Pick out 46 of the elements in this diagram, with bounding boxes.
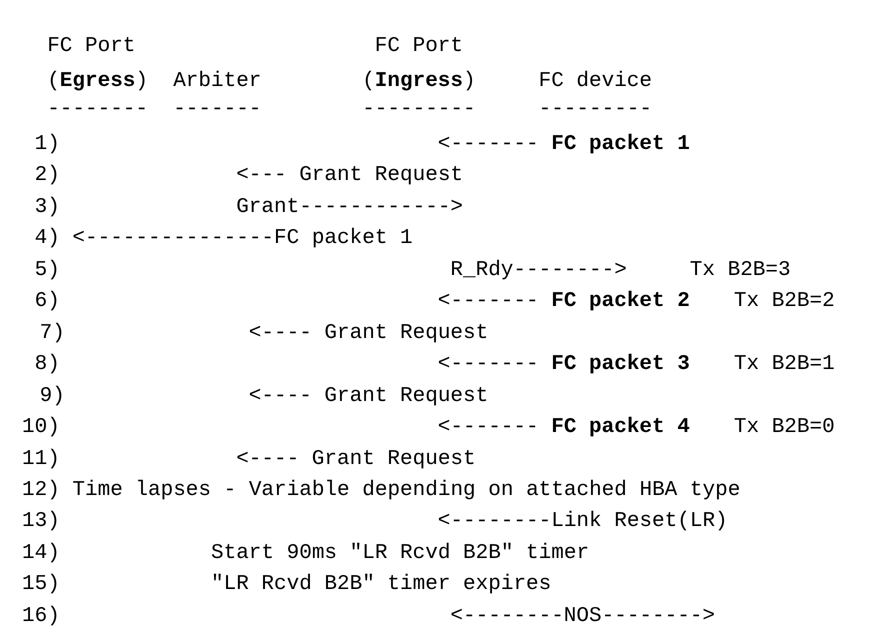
message-text: <------- FC packet 4: [438, 416, 690, 440]
credit-count: Tx B2B=0: [734, 416, 835, 440]
note-text: Time lapses - Variable depending on attached HBA type: [72, 478, 740, 503]
step-number: 5): [34, 258, 60, 283]
message-text: <------- FC packet 3: [438, 353, 690, 378]
step-number: 1): [34, 133, 60, 157]
step-number: 14): [22, 542, 60, 566]
column-header: FC Port: [374, 35, 464, 59]
message-text: <--------NOS-------->: [450, 604, 716, 629]
column-header: Arbiter: [173, 70, 262, 94]
step-number: 7): [40, 322, 65, 346]
step-number: 11): [22, 448, 60, 472]
step-number: 16): [22, 604, 60, 629]
step-number: 8): [34, 353, 60, 378]
header-rule: ---------: [538, 98, 652, 122]
message-text: <---------------FC packet 1: [72, 227, 413, 252]
column-header: (Ingress): [362, 70, 476, 94]
message-text: R_Rdy-------->: [450, 258, 627, 283]
credit-count: Tx B2B=1: [734, 353, 835, 378]
step-number: 15): [22, 573, 60, 598]
header-rule: --------: [47, 98, 148, 122]
step-number: 3): [34, 196, 60, 220]
message-text: <---- Grant Request: [248, 322, 488, 346]
message-text: <---- Grant Request: [248, 384, 488, 409]
header-rule: -------: [173, 98, 262, 122]
message-text: <------- FC packet 1: [438, 133, 690, 157]
step-number: 4): [34, 227, 60, 252]
step-number: 2): [34, 164, 60, 188]
credit-count: Tx B2B=3: [690, 258, 791, 283]
credit-count: Tx B2B=2: [734, 290, 835, 314]
header-rule: ---------: [362, 98, 476, 122]
message-text: <------- FC packet 2: [438, 290, 690, 314]
step-number: 9): [40, 384, 65, 409]
note-text: "LR Rcvd B2B" timer expires: [211, 573, 552, 598]
column-header: FC Port: [47, 35, 136, 59]
column-header: FC device: [538, 70, 652, 94]
message-text: <--- Grant Request: [236, 164, 464, 188]
message-text: Grant------------>: [236, 196, 464, 220]
step-number: 10): [22, 416, 60, 440]
message-text: <---- Grant Request: [236, 448, 476, 472]
note-text: Start 90ms "LR Rcvd B2B" timer: [211, 542, 590, 566]
step-number: 6): [34, 290, 60, 314]
step-number: 12): [22, 478, 60, 503]
column-header: (Egress): [47, 70, 148, 94]
message-text: <--------Link Reset(LR): [438, 510, 728, 534]
step-number: 13): [22, 510, 60, 534]
